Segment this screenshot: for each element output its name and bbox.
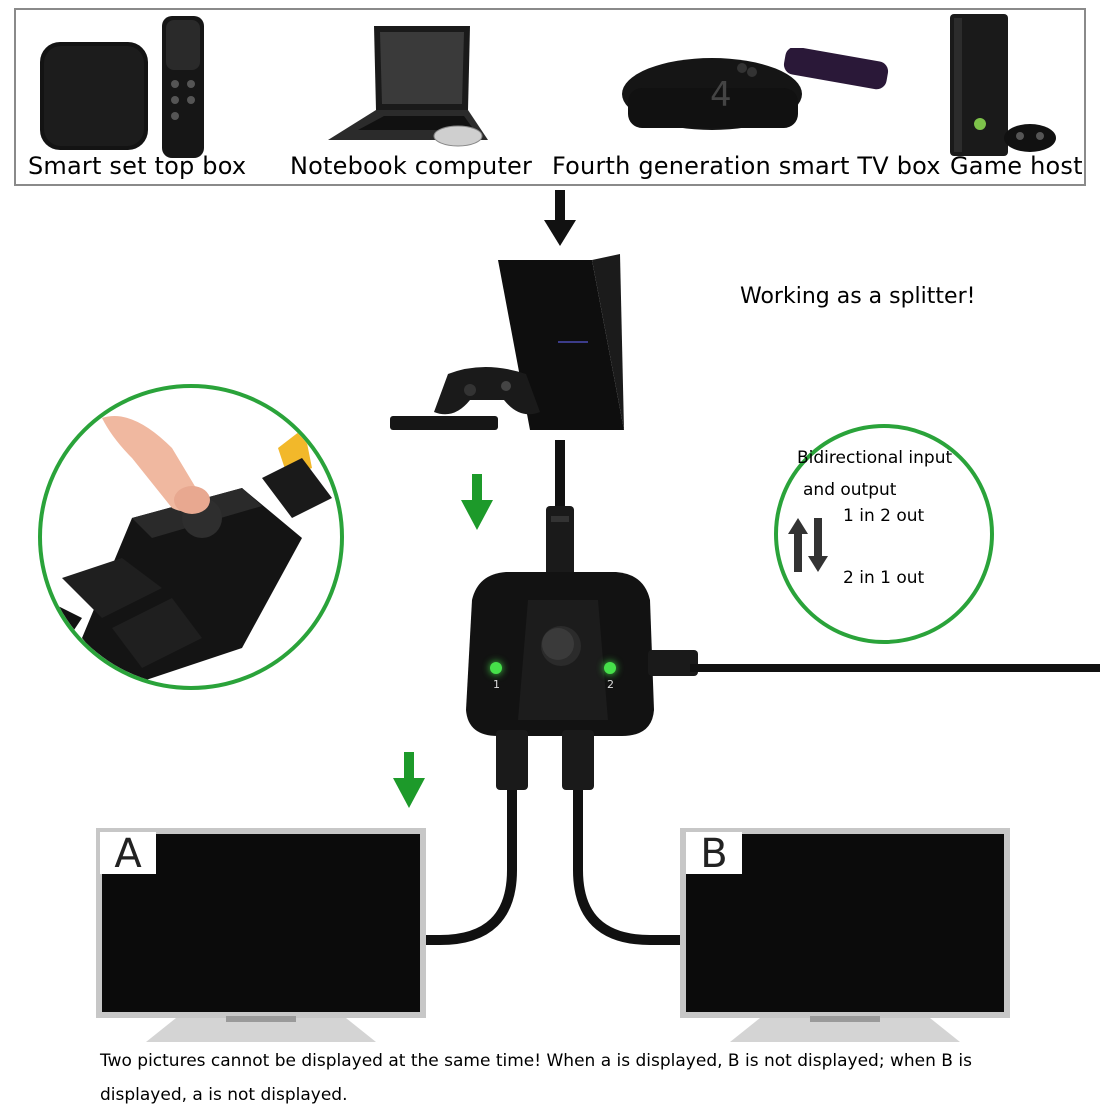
- source-devices-panel: [14, 8, 1086, 186]
- info-line-1: Bidirectional input: [797, 448, 953, 468]
- ps4-console-icon: [390, 254, 624, 430]
- bidirectional-arrows-icon: [788, 518, 828, 572]
- zoom-detail-circle: [38, 384, 344, 690]
- source-label-laptop: Notebook computer: [290, 152, 533, 180]
- tv-a-label: A: [100, 832, 156, 876]
- mode-1-in-2-out: 1 in 2 out: [843, 506, 925, 526]
- source-label-set-top-box: Smart set top box: [28, 152, 247, 180]
- green-arrow-down-icon: [461, 474, 493, 530]
- arrow-down-icon: [544, 190, 576, 246]
- info-line-2: and output: [803, 480, 897, 500]
- port-1-label: 1: [493, 678, 500, 691]
- hdmi-switch-box: [466, 572, 698, 736]
- source-label-tv-box: Fourth generation smart TV box: [552, 152, 941, 180]
- splitter-headline: Working as a splitter!: [740, 284, 976, 309]
- hdmi-cables-output: [420, 730, 690, 945]
- footer-note: Two pictures cannot be displayed at the …: [100, 1051, 972, 1105]
- svg-text:4: 4: [710, 75, 732, 115]
- set-top-box-icon: [40, 16, 204, 158]
- green-arrow-down-icon-lower: [393, 752, 425, 808]
- hdmi-cable-side: [690, 664, 1100, 672]
- laptop-icon: [328, 26, 488, 147]
- mode-2-in-1-out: 2 in 1 out: [843, 568, 925, 588]
- finger-press-illustration: [42, 416, 332, 686]
- led-port-2: [604, 662, 616, 674]
- hdmi-cable-input: [546, 440, 574, 576]
- source-label-game-host: Game host: [950, 152, 1083, 180]
- led-port-1: [490, 662, 502, 674]
- bidirectional-info-circle: [774, 424, 994, 644]
- port-2-label: 2: [607, 678, 614, 691]
- game-console-icon: [950, 14, 1056, 156]
- tv-box-icon: 4: [622, 48, 889, 130]
- tv-b-label: B: [686, 832, 742, 876]
